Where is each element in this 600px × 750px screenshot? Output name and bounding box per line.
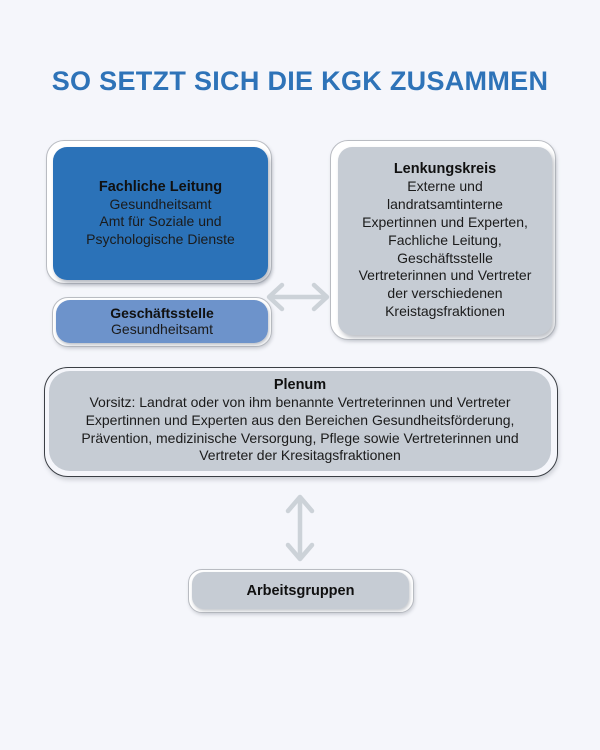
node-title-arbeitsgruppen: Arbeitsgruppen <box>246 582 355 599</box>
double-arrow-horizontal-icon <box>262 276 334 318</box>
node-line-fachliche-leitung-1: Gesundheitsamt <box>109 195 212 212</box>
node-line-lenkungskreis-5: Geschäftsstelle <box>397 249 493 266</box>
node-line-fachliche-leitung-2: Amt für Soziale und <box>99 213 222 230</box>
node-arbeitsgruppen[interactable]: Arbeitsgruppen <box>188 569 414 613</box>
node-line-lenkungskreis-3: Expertinnen und Experten, <box>362 213 528 230</box>
node-inner-box: Arbeitsgruppen <box>192 572 409 609</box>
node-inner-box: Plenum Vorsitz: Landrat oder von ihm ben… <box>49 371 551 471</box>
node-line-lenkungskreis-2: landratsamtinterne <box>387 196 503 213</box>
node-line-lenkungskreis-7: der verschiedenen <box>387 285 503 302</box>
node-inner-box: Geschäftsstelle Gesundheitsamt <box>56 300 268 343</box>
node-line-lenkungskreis-1: Externe und <box>407 178 483 195</box>
node-lenkungskreis[interactable]: Lenkungskreis Externe und landratsamtint… <box>330 140 556 340</box>
node-inner-box: Fachliche Leitung Gesundheitsamt Amt für… <box>53 147 268 280</box>
node-title-lenkungskreis: Lenkungskreis <box>393 161 497 178</box>
node-line-fachliche-leitung-3: Psychologische Dienste <box>86 230 235 247</box>
node-line-plenum-4: Vertreter der Kresitagsfraktionen <box>199 447 401 464</box>
page-title: SO SETZT SICH DIE KGK ZUSAMMEN <box>51 66 549 96</box>
node-line-lenkungskreis-6: Vertreterinnen und Vertreter <box>358 267 532 284</box>
node-line-plenum-3: Prävention, medizinische Versorgung, Pfl… <box>81 429 519 446</box>
node-inner-box: Lenkungskreis Externe und landratsamtint… <box>338 147 552 335</box>
node-line-lenkungskreis-8: Kreistagsfraktionen <box>385 302 505 319</box>
node-plenum[interactable]: Plenum Vorsitz: Landrat oder von ihm ben… <box>44 367 558 477</box>
node-line-lenkungskreis-4: Fachliche Leitung, <box>388 231 502 248</box>
double-arrow-vertical-icon <box>279 490 321 566</box>
node-title-plenum: Plenum <box>273 376 327 393</box>
node-outer-frame <box>44 367 558 477</box>
node-title-geschaeftsstelle: Geschäftsstelle <box>110 305 214 322</box>
node-line-plenum-2: Expertinnen und Experten aus den Bereich… <box>85 411 515 428</box>
node-title-fachliche-leitung: Fachliche Leitung <box>98 178 223 195</box>
node-geschaeftsstelle[interactable]: Geschäftsstelle Gesundheitsamt <box>52 297 272 347</box>
node-line-plenum-1: Vorsitz: Landrat oder von ihm benannte V… <box>89 393 511 410</box>
node-fachliche-leitung[interactable]: Fachliche Leitung Gesundheitsamt Amt für… <box>46 140 272 284</box>
node-line-geschaeftsstelle-1: Gesundheitsamt <box>111 321 213 338</box>
